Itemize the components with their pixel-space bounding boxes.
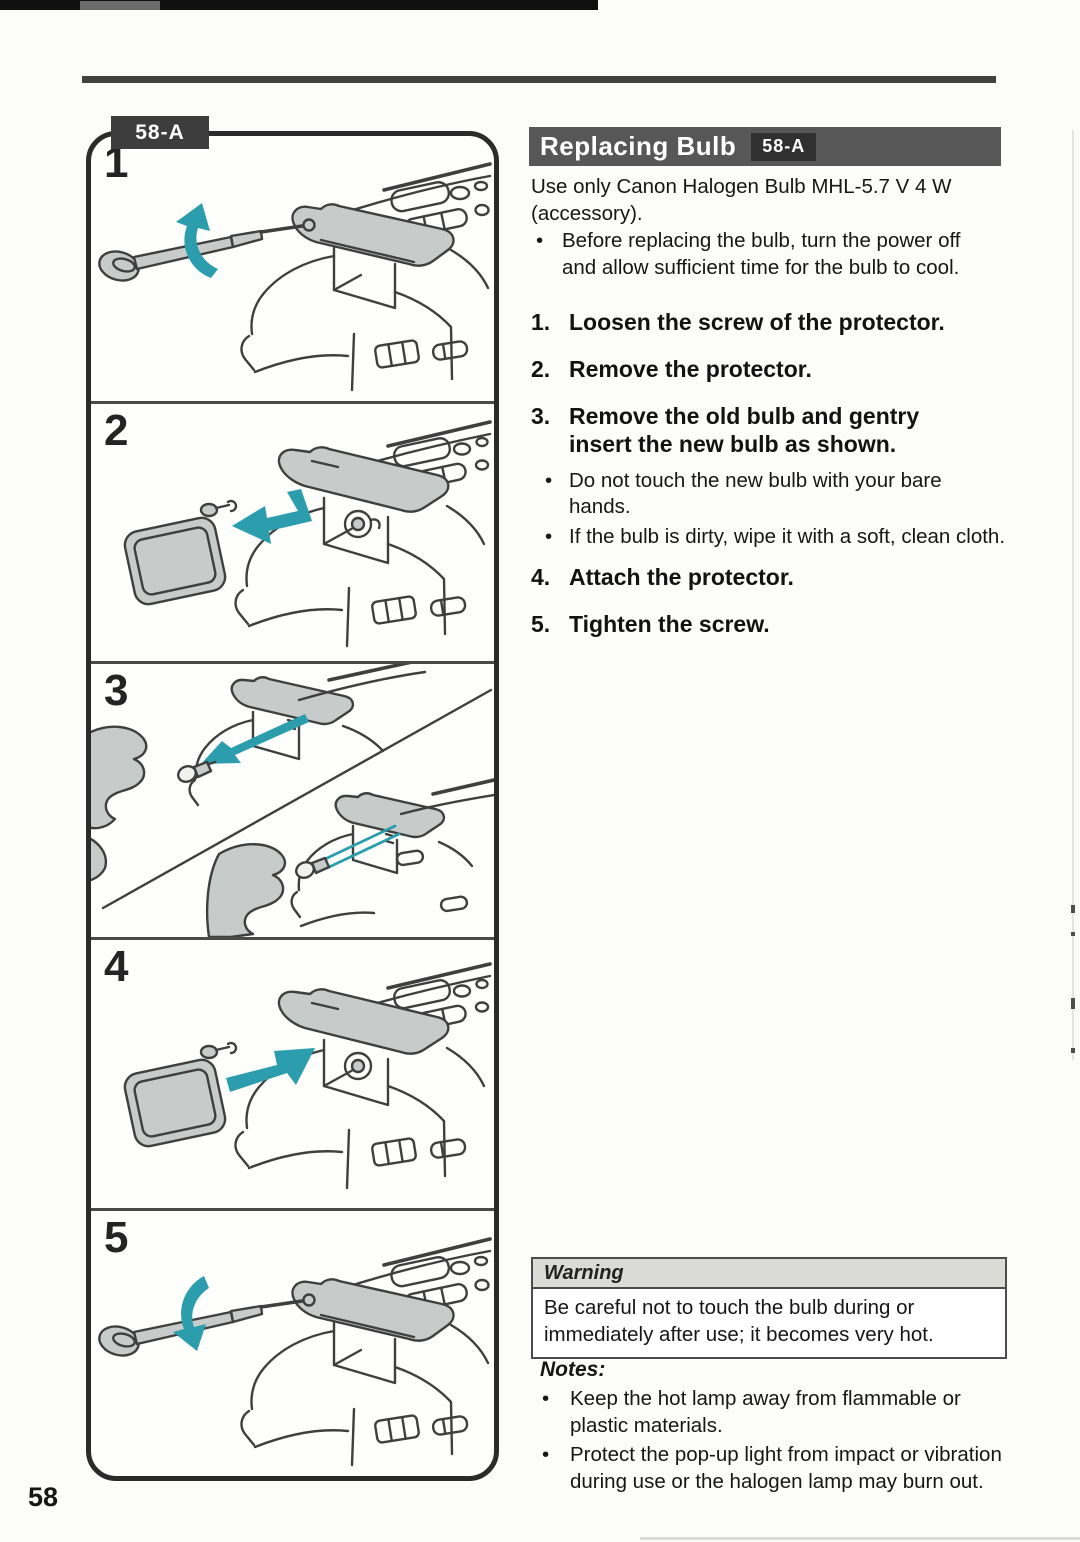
bullet-marker: • bbox=[545, 525, 553, 548]
panel-divider bbox=[91, 937, 494, 940]
camcorder-illustration bbox=[240, 1237, 492, 1467]
sub-bullet-item: • If the bulb is dirty, wipe it with a s… bbox=[545, 524, 1007, 550]
attach-arrow-icon bbox=[226, 1048, 315, 1092]
step-number: 2. bbox=[531, 356, 551, 382]
notes-label: Notes: bbox=[540, 1358, 606, 1381]
camcorder-illustration bbox=[234, 962, 492, 1190]
step-item-5: 5. Tighten the screw. bbox=[531, 610, 1007, 638]
step-item-2: 2. Remove the protector. bbox=[531, 355, 1007, 383]
sub-bullet-text: Do not touch the new bulb with your bare… bbox=[569, 469, 942, 518]
step-text: Remove the protector. bbox=[569, 356, 812, 382]
step-number: 4. bbox=[531, 564, 551, 590]
sub-bullet-text: If the bulb is dirty, wipe it with a sof… bbox=[569, 525, 1006, 548]
panel-number: 3 bbox=[104, 666, 129, 715]
screwdriver-illustration bbox=[98, 224, 304, 282]
section-title-tag-badge: 58-A bbox=[751, 132, 817, 161]
camcorder-illustration bbox=[240, 162, 492, 392]
figure-panel-5: 5 bbox=[91, 1211, 494, 1476]
protector-plate-illustration bbox=[123, 499, 238, 606]
scan-top-bar-gap bbox=[80, 1, 160, 10]
intro-text: Use only Canon Halogen Bulb MHL-5.7 V 4 … bbox=[531, 175, 952, 225]
step-number: 5. bbox=[531, 611, 551, 637]
bullet-marker: • bbox=[542, 1443, 550, 1466]
panel-number: 5 bbox=[104, 1213, 129, 1262]
bullet-marker: • bbox=[542, 1387, 550, 1410]
pull-out-arrow-icon bbox=[201, 714, 309, 764]
camcorder-tighten-screw-illustration bbox=[98, 1237, 492, 1467]
note-item: • Keep the hot lamp away from flammable … bbox=[540, 1386, 1006, 1439]
insert-lines-icon bbox=[321, 824, 401, 870]
figure-box: 1 bbox=[86, 131, 499, 1481]
step-item-4: 4. Attach the protector. bbox=[531, 563, 1007, 591]
edge-dash bbox=[1071, 932, 1075, 936]
panel-number: 4 bbox=[104, 942, 129, 991]
warning-text: Be careful not to touch the bulb during … bbox=[544, 1296, 934, 1346]
figure-tag-badge: 58-A bbox=[111, 116, 209, 149]
turn-cw-arrow-icon bbox=[173, 1276, 209, 1351]
step-text: Attach the protector. bbox=[569, 564, 794, 590]
page-edge-line bbox=[1072, 130, 1074, 1060]
page-number: 58 bbox=[28, 1482, 59, 1512]
warning-box: Warning Be careful not to touch the bulb… bbox=[531, 1257, 1007, 1359]
step-3-sub-bullets: • Do not touch the new bulb with your ba… bbox=[545, 468, 1007, 550]
scan-top-bar bbox=[0, 0, 598, 10]
step-list: 1. Loosen the screw of the protector. 2.… bbox=[531, 308, 1007, 657]
bulb-illustration bbox=[295, 856, 331, 879]
intro-bullet-text: Before replacing the bulb, turn the powe… bbox=[562, 229, 961, 279]
notes-section: Notes: • Keep the hot lamp away from fla… bbox=[540, 1358, 1006, 1498]
figure-panel-2: 2 bbox=[91, 404, 494, 661]
bullet-marker: • bbox=[545, 469, 553, 492]
figure-panel-1: 1 bbox=[91, 136, 494, 401]
section-title: Replacing Bulb bbox=[540, 131, 737, 161]
screwdriver-illustration bbox=[98, 1299, 304, 1357]
step-item-1: 1. Loosen the screw of the protector. bbox=[531, 308, 1007, 336]
edge-dash bbox=[1071, 1048, 1075, 1053]
hand-illustration bbox=[91, 837, 108, 882]
panel-divider bbox=[91, 401, 494, 404]
sub-bullet-item: • Do not touch the new bulb with your ba… bbox=[545, 468, 1007, 520]
note-text: Keep the hot lamp away from flammable or… bbox=[570, 1387, 961, 1437]
scene-divider-line bbox=[101, 688, 493, 910]
edge-dash bbox=[1071, 998, 1075, 1009]
note-item: • Protect the pop-up light from impact o… bbox=[540, 1442, 1006, 1495]
camcorder-remove-protector-illustration bbox=[123, 420, 492, 648]
step-number: 1. bbox=[531, 309, 551, 335]
bulb-replace-illustration bbox=[91, 664, 494, 937]
note-text: Protect the pop-up light from impact or … bbox=[570, 1443, 1002, 1493]
figure-panel-3: 3 bbox=[91, 664, 494, 937]
section-rule bbox=[82, 76, 996, 83]
figure-panel-4: 4 bbox=[91, 940, 494, 1208]
mini-camcorder-illustration bbox=[188, 664, 427, 867]
step-item-3: 3. Remove the old bulb and gentry insert… bbox=[531, 402, 1007, 458]
intro-bullet-item: • Before replacing the bulb, turn the po… bbox=[531, 227, 993, 281]
camcorder-attach-protector-illustration bbox=[123, 962, 492, 1190]
section-title-bar: Replacing Bulb 58-A bbox=[529, 127, 1001, 166]
remove-arrow-icon bbox=[232, 489, 312, 544]
scan-smudge bbox=[640, 1537, 1080, 1540]
panel-divider bbox=[91, 1208, 494, 1211]
panel-divider bbox=[91, 661, 494, 664]
step-text: Remove the old bulb and gentry insert th… bbox=[569, 403, 920, 457]
edge-dash bbox=[1071, 905, 1075, 913]
protector-plate-illustration bbox=[123, 1041, 238, 1148]
warning-label: Warning bbox=[533, 1259, 1005, 1289]
camcorder-illustration bbox=[234, 420, 492, 648]
camcorder-loosen-screw-illustration bbox=[98, 162, 492, 392]
panel-number: 2 bbox=[104, 406, 129, 455]
intro-paragraph: Use only Canon Halogen Bulb MHL-5.7 V 4 … bbox=[531, 173, 993, 281]
bulb-illustration bbox=[177, 760, 217, 783]
hand-illustration bbox=[205, 843, 287, 937]
bullet-marker: • bbox=[536, 229, 544, 252]
step-text: Loosen the screw of the protector. bbox=[569, 309, 945, 335]
mini-camcorder-illustration bbox=[290, 778, 494, 928]
hand-illustration bbox=[91, 725, 148, 830]
turn-ccw-arrow-icon bbox=[176, 203, 218, 278]
step-number: 3. bbox=[531, 403, 551, 429]
step-text: Tighten the screw. bbox=[569, 611, 770, 637]
